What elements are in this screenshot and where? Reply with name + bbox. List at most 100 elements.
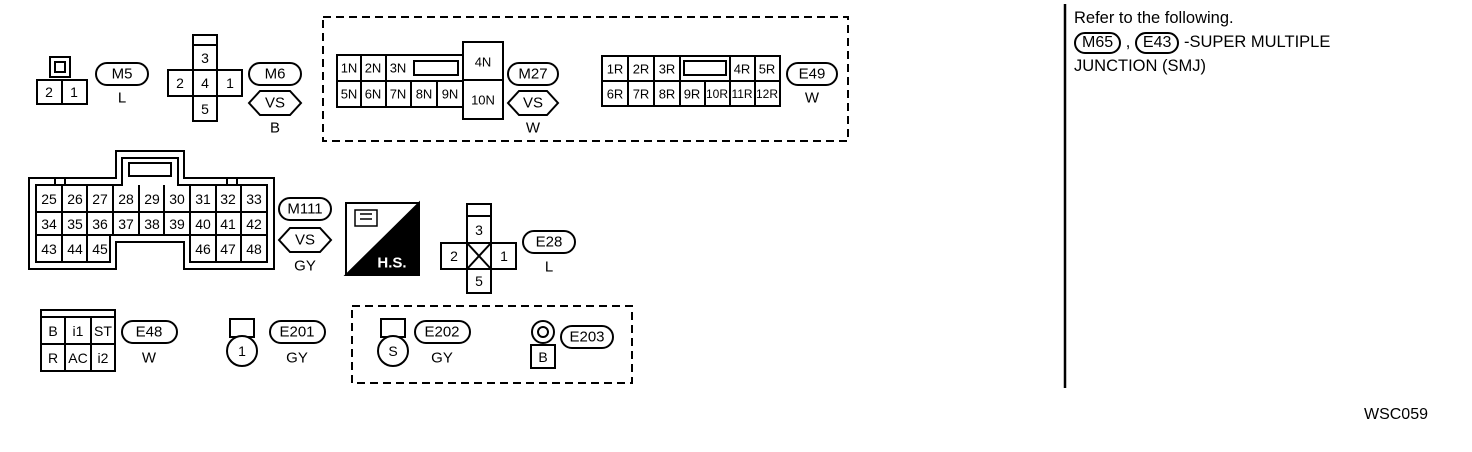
pin-label: 3R [659,62,676,77]
connector-ref-e43: E43 [1134,32,1180,54]
connector-e203 [530,320,614,369]
connector-id-e202: E202 [424,324,459,341]
connector-id-e28: E28 [536,234,563,251]
connector-id-e49: E49 [799,66,826,83]
pin-label: 1 [70,84,78,100]
note-line-1: Refer to the following. [1074,9,1234,27]
pin-label: 1 [500,248,508,264]
pin-label: 1R [607,62,624,77]
pin-label: 31 [195,191,211,207]
wire-color-e49: W [805,90,820,107]
pin-label: 1N [341,61,358,76]
connector-id-e203: E203 [569,329,604,346]
pin-label: 3 [201,50,209,66]
pin-label: 42 [246,216,262,232]
pin-label: 48 [246,241,262,257]
vs-badge-m27: VS [523,95,543,112]
wire-color-m111: GY [294,258,316,275]
note-separator: , [1125,33,1131,51]
pin-label: 2 [45,84,53,100]
pin-label: 6R [607,87,624,102]
pin-label: 41 [220,216,236,232]
pin-label: 45 [92,241,108,257]
vs-badge-m6: VS [265,95,285,112]
pin-label: 28 [118,191,134,207]
figure-code: WSC059 [1363,406,1428,423]
pin-label: 44 [67,241,83,257]
pin-label: i2 [98,350,109,366]
pin-label: 27 [92,191,108,207]
pin-label: 2 [176,75,184,91]
connector-m27 [336,41,560,120]
pin-label: AC [68,350,87,366]
reference-note: Refer to the following. M65 , E43 -SUPER… [1074,6,1464,78]
connector-id-e201: E201 [279,324,314,341]
pin-label: 40 [195,216,211,232]
pin-label: i1 [73,323,84,339]
connector-m6 [167,34,303,122]
wire-color-e28: L [545,259,553,276]
pin-label: 43 [41,241,57,257]
pin-label: 11R [731,87,752,101]
connector-ref-m65: M65 [1074,32,1122,54]
connector-id-m27: M27 [518,66,547,83]
pin-label: 46 [195,241,211,257]
pin-label: 33 [246,191,262,207]
pin-label: B [48,323,57,339]
connector-id-e48: E48 [136,324,163,341]
pin-label: 2N [365,61,382,76]
pin-label: 32 [220,191,236,207]
connector-id-m5: M5 [112,66,133,83]
wire-color-m27: W [526,120,541,137]
pin-label: 1 [226,75,234,91]
pin-label: 5N [341,87,358,102]
hs-symbol [343,200,420,276]
pin-label: 6N [365,87,382,102]
pin-label: S [388,343,397,359]
pin-label: 7N [390,87,407,102]
note-line-3: JUNCTION (SMJ) [1074,57,1206,75]
connector-e49 [601,55,838,107]
pin-label: 4 [201,75,209,91]
pin-label: 7R [633,87,650,102]
wire-color-e201: GY [286,350,308,367]
pin-label: 8N [416,87,433,102]
pin-label: 26 [67,191,83,207]
connector-id-m6: M6 [265,66,286,83]
pin-label: 1 [238,343,246,359]
wire-color-e202: GY [431,350,453,367]
pin-label: 29 [144,191,160,207]
note-description: -SUPER MULTIPLE [1183,33,1331,51]
pin-label: 5 [475,273,483,289]
pin-label: 2R [633,62,650,77]
pin-label: 4N [475,55,492,70]
pin-label: 9N [442,87,459,102]
pin-label: 4R [734,62,751,77]
wire-color-e48: W [142,350,157,367]
pin-label: 8R [659,87,676,102]
pin-label: 36 [92,216,108,232]
pin-label: R [48,350,58,366]
pin-label: 5R [759,62,776,77]
wire-color-m6: B [270,120,280,137]
pin-label: 3 [475,222,483,238]
pin-label: 25 [41,191,57,207]
connector-e202 [377,318,471,367]
connector-id-m111: M111 [287,201,322,218]
pin-label: 10N [471,93,495,108]
pin-label: 30 [169,191,185,207]
pin-label: 12R [756,87,778,101]
pin-label: 37 [118,216,134,232]
wire-color-m5: L [118,90,126,107]
connector-m5 [36,56,149,105]
pin-label: 2 [450,248,458,264]
pin-label: 3N [390,61,407,76]
note-line-2: M65 , E43 -SUPER MULTIPLE [1074,30,1464,54]
dashed-group-e202-e203 [351,305,633,384]
pin-label: 39 [169,216,185,232]
pin-label: 38 [144,216,160,232]
pin-label: 10R [706,87,728,101]
pin-label: 47 [220,241,236,257]
pin-label: 34 [41,216,57,232]
